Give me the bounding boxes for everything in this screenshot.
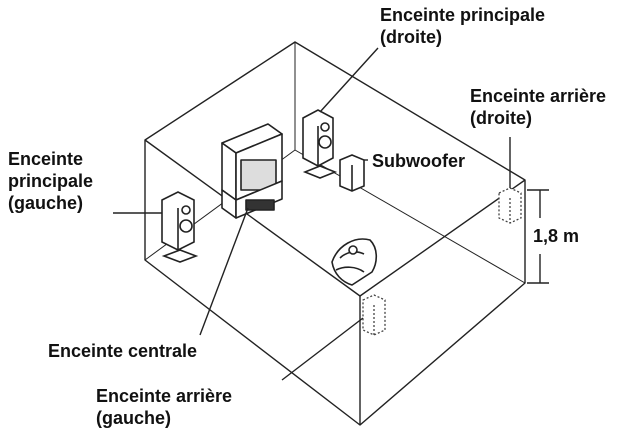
armchair-icon	[331, 238, 378, 286]
rear-left-label: Enceinte arrière (gauche)	[96, 386, 233, 428]
front-left-speaker-icon	[161, 191, 199, 263]
tv-center-unit	[221, 123, 283, 219]
rear-right-speaker-icon	[498, 187, 522, 224]
subwoofer-label: Subwoofer	[372, 151, 465, 171]
height-label: 1,8 m	[533, 226, 580, 246]
front-right-label: Enceinte principale (droite)	[380, 5, 546, 47]
rear-left-speaker-icon	[362, 294, 386, 336]
center-label: Enceinte centrale	[48, 341, 198, 361]
height-dimension	[527, 189, 549, 284]
leader-lines	[113, 47, 511, 381]
rear-right-label: Enceinte arrière (droite)	[470, 86, 607, 128]
front-right-speaker-icon	[302, 109, 338, 179]
front-left-label: Enceinte principale (gauche)	[8, 149, 94, 213]
room-edge-floor-left	[144, 139, 361, 297]
room-outline	[144, 41, 526, 426]
room-edge-floor-right	[359, 179, 526, 297]
subwoofer-icon	[339, 154, 365, 192]
